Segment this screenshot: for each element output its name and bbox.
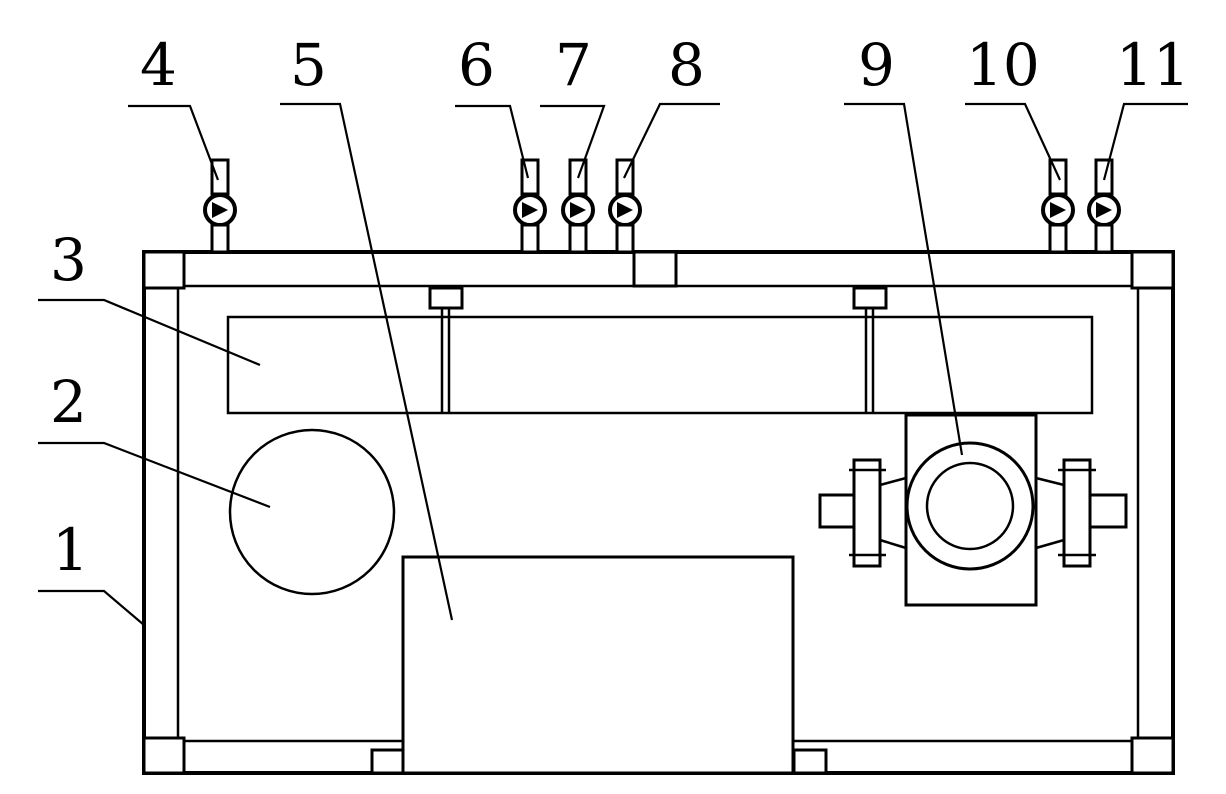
valve-11	[1087, 158, 1121, 254]
label-1: 1	[52, 516, 89, 584]
label-6: 6	[458, 31, 495, 99]
labels: 1 2 3 4 5 6 7 8 9 10 11	[50, 31, 1190, 584]
long-tank	[226, 286, 1094, 415]
round-vessel	[228, 428, 396, 596]
pipe-flange-right	[852, 286, 888, 310]
corner-block-top-right	[1130, 250, 1175, 290]
label-3: 3	[50, 226, 87, 294]
label-4: 4	[140, 31, 177, 99]
valve-group	[203, 158, 1121, 254]
bottom-small-block-right	[792, 748, 828, 775]
label-5: 5	[290, 31, 327, 99]
corner-block-bottom-left	[142, 736, 186, 775]
valve-6	[513, 158, 547, 254]
corner-block-bottom-right	[1130, 736, 1175, 775]
leader-lines	[38, 102, 1188, 626]
pump-assembly	[818, 413, 1128, 607]
label-2: 2	[50, 368, 87, 436]
top-middle-block	[632, 250, 678, 288]
valve-4	[203, 158, 237, 254]
corner-block-top-left	[142, 250, 186, 290]
bottom-small-block-left	[370, 748, 406, 775]
label-7: 7	[555, 31, 592, 99]
valve-7	[561, 158, 595, 254]
label-8: 8	[668, 31, 705, 99]
label-11: 11	[1116, 31, 1190, 99]
label-9: 9	[858, 31, 895, 99]
valve-10	[1041, 158, 1075, 254]
box-unit	[401, 555, 795, 775]
pipe-flange-left	[428, 286, 464, 310]
label-10: 10	[966, 31, 1040, 99]
